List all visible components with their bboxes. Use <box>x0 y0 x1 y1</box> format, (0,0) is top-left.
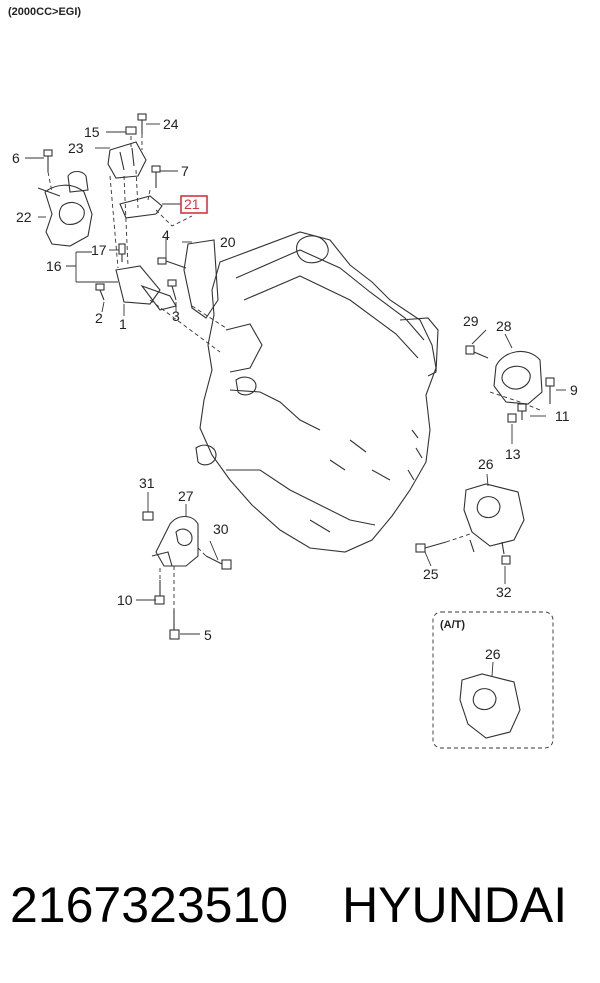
callout-9: 9 <box>570 382 578 398</box>
bolt-30 <box>205 555 232 570</box>
callout-3: 3 <box>172 308 180 324</box>
bolt-3 <box>167 279 177 301</box>
callout-20: 20 <box>220 234 236 250</box>
callout-4: 4 <box>162 227 170 243</box>
callout-7: 7 <box>181 163 189 179</box>
bolt-9 <box>545 377 555 404</box>
brand-name: HYUNDAI <box>342 877 568 933</box>
callout-2: 2 <box>95 310 103 326</box>
callout-13: 13 <box>505 446 521 462</box>
bolt-11 <box>517 403 527 420</box>
callout-28: 28 <box>496 318 512 334</box>
bolt-5 <box>169 610 180 640</box>
bolt-24 <box>137 113 147 134</box>
callout-17: 17 <box>91 242 107 258</box>
callout-30: 30 <box>213 521 229 537</box>
bracket-assembly <box>115 195 219 319</box>
callout-1: 1 <box>119 316 127 332</box>
callout-22: 22 <box>16 209 32 225</box>
callout-25: 25 <box>423 566 439 582</box>
callout-31: 31 <box>139 475 155 491</box>
leader-lines <box>25 123 566 635</box>
callout-11: 11 <box>555 408 570 424</box>
part-number-footer: 2167323510 HYUNDAI <box>10 876 600 934</box>
callout-24: 24 <box>163 116 179 132</box>
callout-21: 21 <box>184 196 200 212</box>
callout-29: 29 <box>463 313 479 329</box>
nut-15 <box>125 126 137 135</box>
transaxle-mount <box>463 483 525 555</box>
part-21-highlight <box>180 195 208 214</box>
engine-variant-caption: (2000CC>EGI) <box>8 6 82 18</box>
callout-5: 5 <box>204 627 212 643</box>
nut-31 <box>142 511 154 521</box>
bolt-6 <box>43 149 53 172</box>
callout-26: 26 <box>478 456 494 472</box>
right-mount <box>493 350 543 405</box>
callout-labels: 6 15 24 23 7 21 22 4 20 17 16 2 1 3 29 2… <box>12 116 578 643</box>
part-number: 2167323510 <box>10 877 289 933</box>
bolt-4 <box>157 257 187 269</box>
bolt-10 <box>154 580 165 605</box>
at-inset: (A/T) 26 <box>432 611 554 749</box>
callout-32: 32 <box>496 584 512 600</box>
left-mount-assembly <box>37 141 147 247</box>
bolt-32 <box>501 555 511 565</box>
bolt-7 <box>151 165 161 188</box>
nut-13 <box>507 413 517 423</box>
callout-6: 6 <box>12 150 20 166</box>
at-inset-part-label: 26 <box>485 646 501 662</box>
bolt-2 <box>95 283 105 301</box>
bolt-25 <box>415 541 447 553</box>
callout-27: 27 <box>178 488 194 504</box>
dashed-alignment-lines <box>47 134 541 628</box>
callout-16: 16 <box>46 258 62 274</box>
stud-17 <box>118 243 126 262</box>
front-roll-mount <box>151 515 199 567</box>
at-inset-label: (A/T) <box>440 619 465 631</box>
callout-15: 15 <box>84 124 100 140</box>
bolt-29 <box>465 345 489 359</box>
engine-block <box>195 231 439 553</box>
callout-10: 10 <box>117 592 133 608</box>
callout-23: 23 <box>68 140 84 156</box>
